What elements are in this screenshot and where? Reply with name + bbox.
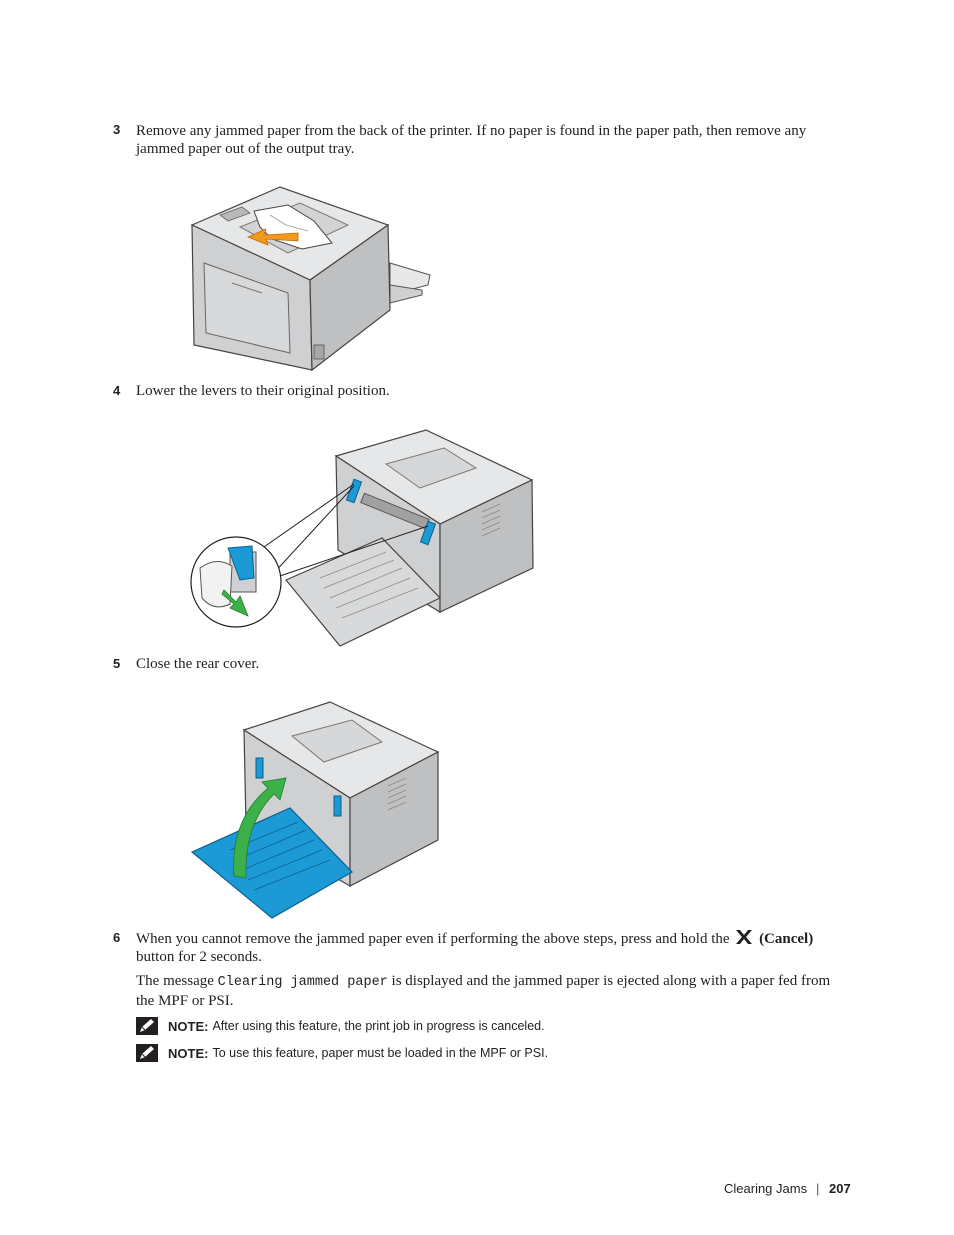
step-number-6: 6 <box>113 930 121 945</box>
step-6-text-before: When you cannot remove the jammed paper … <box>136 931 730 947</box>
step-6-text-after: button for 2 seconds. <box>136 949 262 965</box>
step-number-4: 4 <box>113 383 121 398</box>
printer-rear-levers-illustration <box>190 429 534 647</box>
note-pencil-icon <box>136 1017 158 1035</box>
note-2-text: To use this feature, paper must be loade… <box>212 1046 549 1060</box>
printer-output-tray-illustration <box>190 186 431 372</box>
message-code: Clearing jammed paper <box>217 975 388 990</box>
note-pencil-icon <box>136 1044 158 1062</box>
note-1-label: NOTE: <box>168 1018 209 1034</box>
footer-separator: | <box>816 1181 820 1196</box>
note-1: NOTE: After using this feature, the prin… <box>136 1016 545 1036</box>
note-1-text: After using this feature, the print job … <box>212 1019 545 1033</box>
step-6-text: When you cannot remove the jammed paper … <box>136 929 852 966</box>
step-number-5: 5 <box>113 656 121 671</box>
footer-section-title: Clearing Jams <box>724 1181 808 1196</box>
message-paragraph: The message Clearing jammed paper is dis… <box>136 972 852 1010</box>
note-2-label: NOTE: <box>168 1045 209 1061</box>
step-number-3: 3 <box>113 122 121 137</box>
cancel-x-icon <box>735 929 753 945</box>
step-3-text: Remove any jammed paper from the back of… <box>136 123 807 157</box>
note-2: NOTE: To use this feature, paper must be… <box>136 1043 548 1063</box>
message-suffix: is displayed and the jammed paper is eje… <box>136 973 831 1009</box>
page-footer: Clearing Jams | 207 <box>700 1181 852 1199</box>
cancel-button-label: (Cancel) <box>759 931 814 947</box>
printer-close-rear-cover-illustration <box>190 701 440 919</box>
footer-page-number: 207 <box>829 1181 851 1196</box>
step-5-text: Close the rear cover. <box>136 656 260 672</box>
step-4-text: Lower the levers to their original posit… <box>136 383 390 399</box>
message-prefix: The message <box>136 973 214 989</box>
